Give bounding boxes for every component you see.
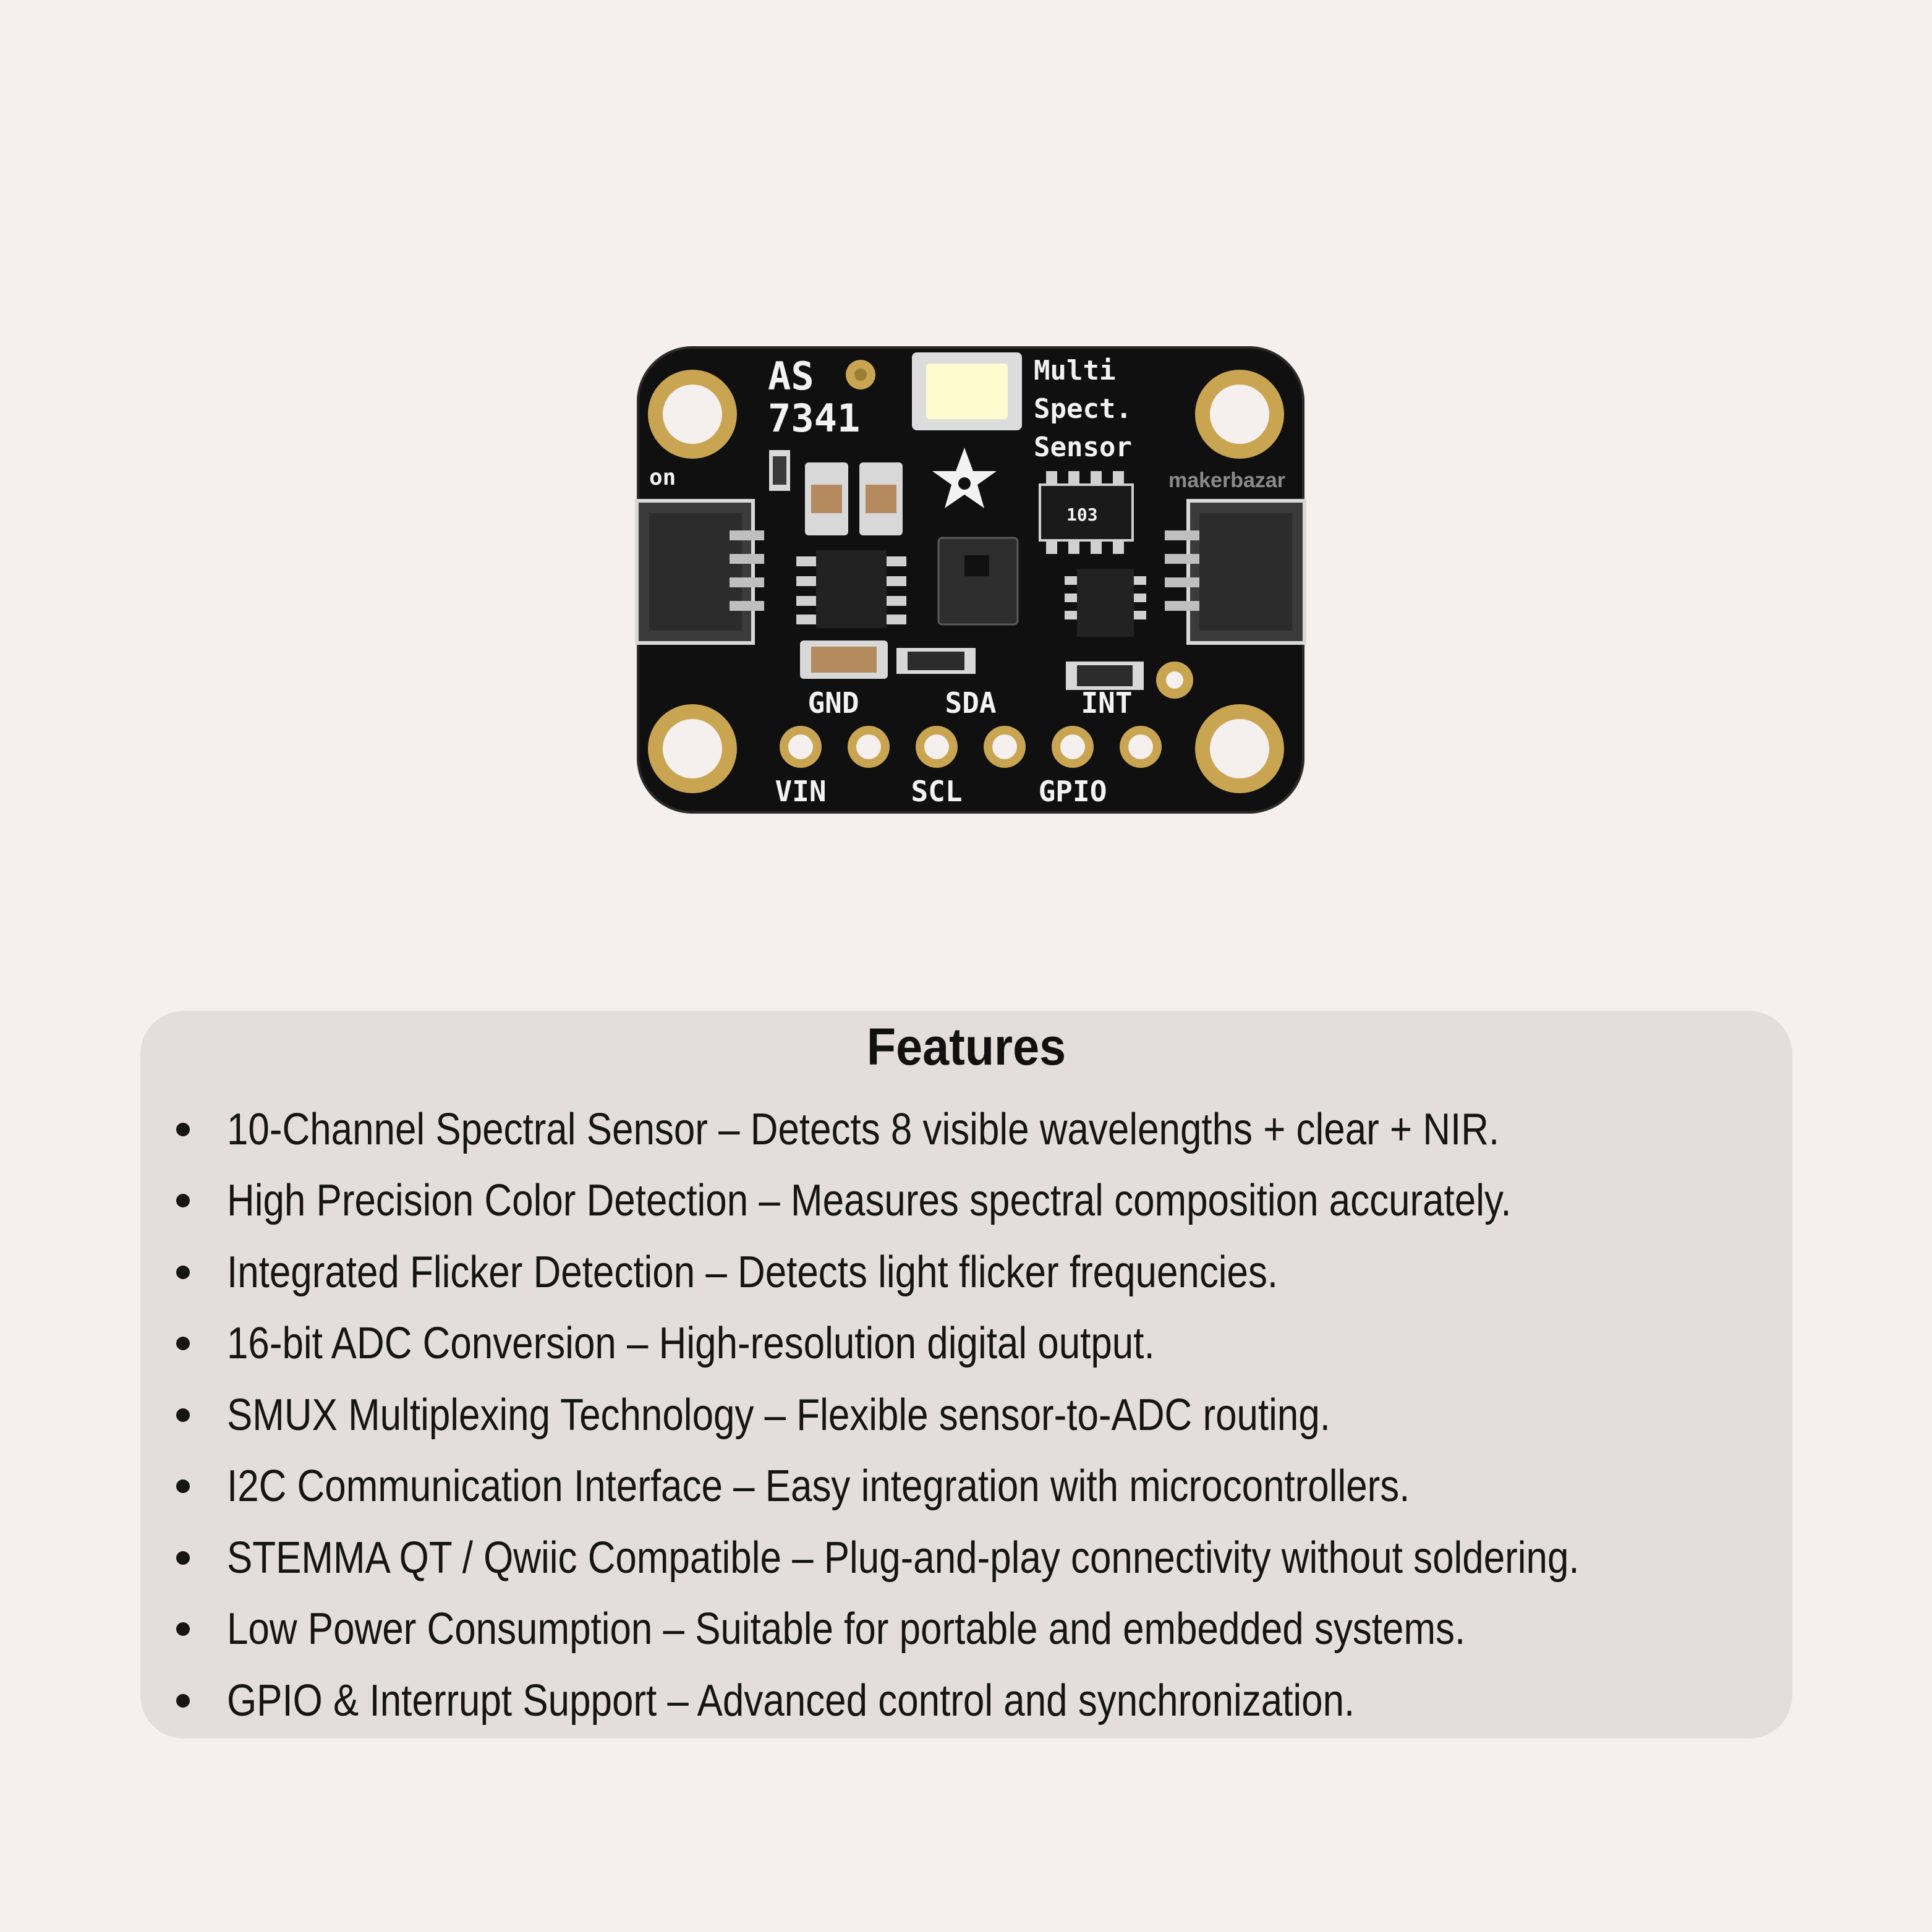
feature-item: Low Power Consumption – Suitable for por…	[176, 1594, 1800, 1666]
led-emitter	[912, 352, 1022, 430]
features-panel: Features 10-Channel Spectral Sensor – De…	[140, 1011, 1792, 1738]
resistor-array: 103	[1039, 471, 1134, 554]
pin-label-int: INT	[1081, 686, 1132, 720]
feature-item: Integrated Flicker Detection – Detects l…	[176, 1236, 1800, 1308]
sensor-label-line1: Multi	[1034, 355, 1115, 386]
feature-item: SMUX Multiplexing Technology – Flexible …	[176, 1379, 1800, 1451]
bullet-icon	[176, 1122, 190, 1136]
pin-label-sda: SDA	[945, 686, 996, 720]
flower-logo	[932, 448, 997, 508]
bullet-icon	[176, 1622, 190, 1636]
feature-item: 10-Channel Spectral Sensor – Detects 8 v…	[176, 1094, 1800, 1165]
sensor-board-illustration: AS 7341 Multi Spect. Sensor on	[635, 346, 1306, 814]
small-capacitor-top	[769, 450, 790, 491]
feature-item: I2C Communication Interface – Easy integ…	[176, 1451, 1800, 1523]
bullet-icon	[176, 1194, 190, 1208]
feature-text: 16-bit ADC Conversion – High-resolution …	[227, 1319, 1155, 1369]
switch-label: on	[649, 465, 676, 490]
feature-text: 10-Channel Spectral Sensor – Detects 8 v…	[227, 1104, 1500, 1154]
feature-text: High Precision Color Detection – Measure…	[227, 1176, 1512, 1226]
sensor-label-line2: Spect.	[1034, 393, 1132, 425]
ic-level-shifter	[1065, 569, 1146, 637]
pin-header	[780, 726, 1162, 768]
sensor-board-photo: AS 7341 Multi Spect. Sensor on	[631, 339, 1311, 821]
features-list: 10-Channel Spectral Sensor – Detects 8 v…	[176, 1094, 1800, 1737]
mounting-holes	[648, 370, 1284, 793]
feature-text: I2C Communication Interface – Easy integ…	[227, 1462, 1410, 1512]
resistor-code: 103	[1066, 504, 1098, 525]
bottom-components	[800, 640, 1144, 690]
capacitors	[805, 462, 903, 535]
bullet-icon	[176, 1693, 190, 1708]
features-title: Features	[866, 1018, 1066, 1076]
bullet-icon	[176, 1265, 190, 1279]
watermark-logo: makerbazar	[1168, 469, 1285, 492]
spectral-sensor-chip	[937, 537, 1019, 626]
feature-text: STEMMA QT / Qwiic Compatible – Plug-and-…	[227, 1533, 1580, 1583]
chip-label-line1: AS	[768, 354, 814, 399]
bullet-icon	[176, 1337, 190, 1351]
feature-item: 16-bit ADC Conversion – High-resolution …	[176, 1308, 1800, 1380]
feature-item: STEMMA QT / Qwiic Compatible – Plug-and-…	[176, 1522, 1800, 1594]
pin-label-gnd: GND	[807, 686, 859, 720]
bullet-icon	[176, 1408, 190, 1422]
sensor-label-line3: Sensor	[1034, 432, 1132, 463]
feature-item: High Precision Color Detection – Measure…	[176, 1165, 1800, 1237]
feature-text: Integrated Flicker Detection – Detects l…	[227, 1247, 1279, 1297]
feature-text: SMUX Multiplexing Technology – Flexible …	[227, 1390, 1331, 1440]
stemma-connector-left	[635, 499, 764, 645]
feature-text: Low Power Consumption – Suitable for por…	[227, 1604, 1466, 1654]
pin-label-scl: SCL	[911, 775, 962, 808]
pin-label-gpio: GPIO	[1039, 775, 1107, 808]
bullet-icon	[176, 1551, 190, 1565]
feature-item: GPIO & Interrupt Support – Advanced cont…	[176, 1665, 1800, 1737]
chip-label-line2: 7341	[768, 396, 860, 441]
feature-text: GPIO & Interrupt Support – Advanced cont…	[227, 1675, 1355, 1726]
bullet-icon	[176, 1479, 190, 1494]
stemma-connector-right	[1165, 499, 1306, 645]
ic-regulator	[796, 550, 906, 628]
pin-label-vin: VIN	[775, 775, 826, 808]
